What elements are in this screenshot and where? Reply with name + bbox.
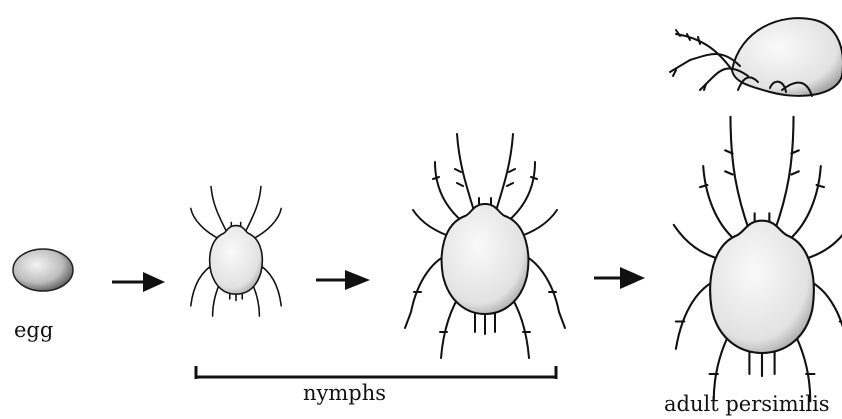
adult-label: adult persimilis	[664, 392, 830, 416]
arrow-icon	[594, 267, 645, 289]
nymphs-bracket	[196, 366, 556, 379]
arrow-icon	[316, 270, 370, 290]
egg-label: egg	[14, 318, 53, 342]
nymphs-label: nymphs	[303, 381, 386, 405]
arrow-icon	[112, 272, 165, 292]
mite-icon	[191, 187, 281, 316]
egg-icon	[13, 249, 73, 291]
mite-icon	[405, 134, 565, 358]
mite-side-icon	[670, 18, 842, 96]
mite-icon	[674, 117, 842, 402]
